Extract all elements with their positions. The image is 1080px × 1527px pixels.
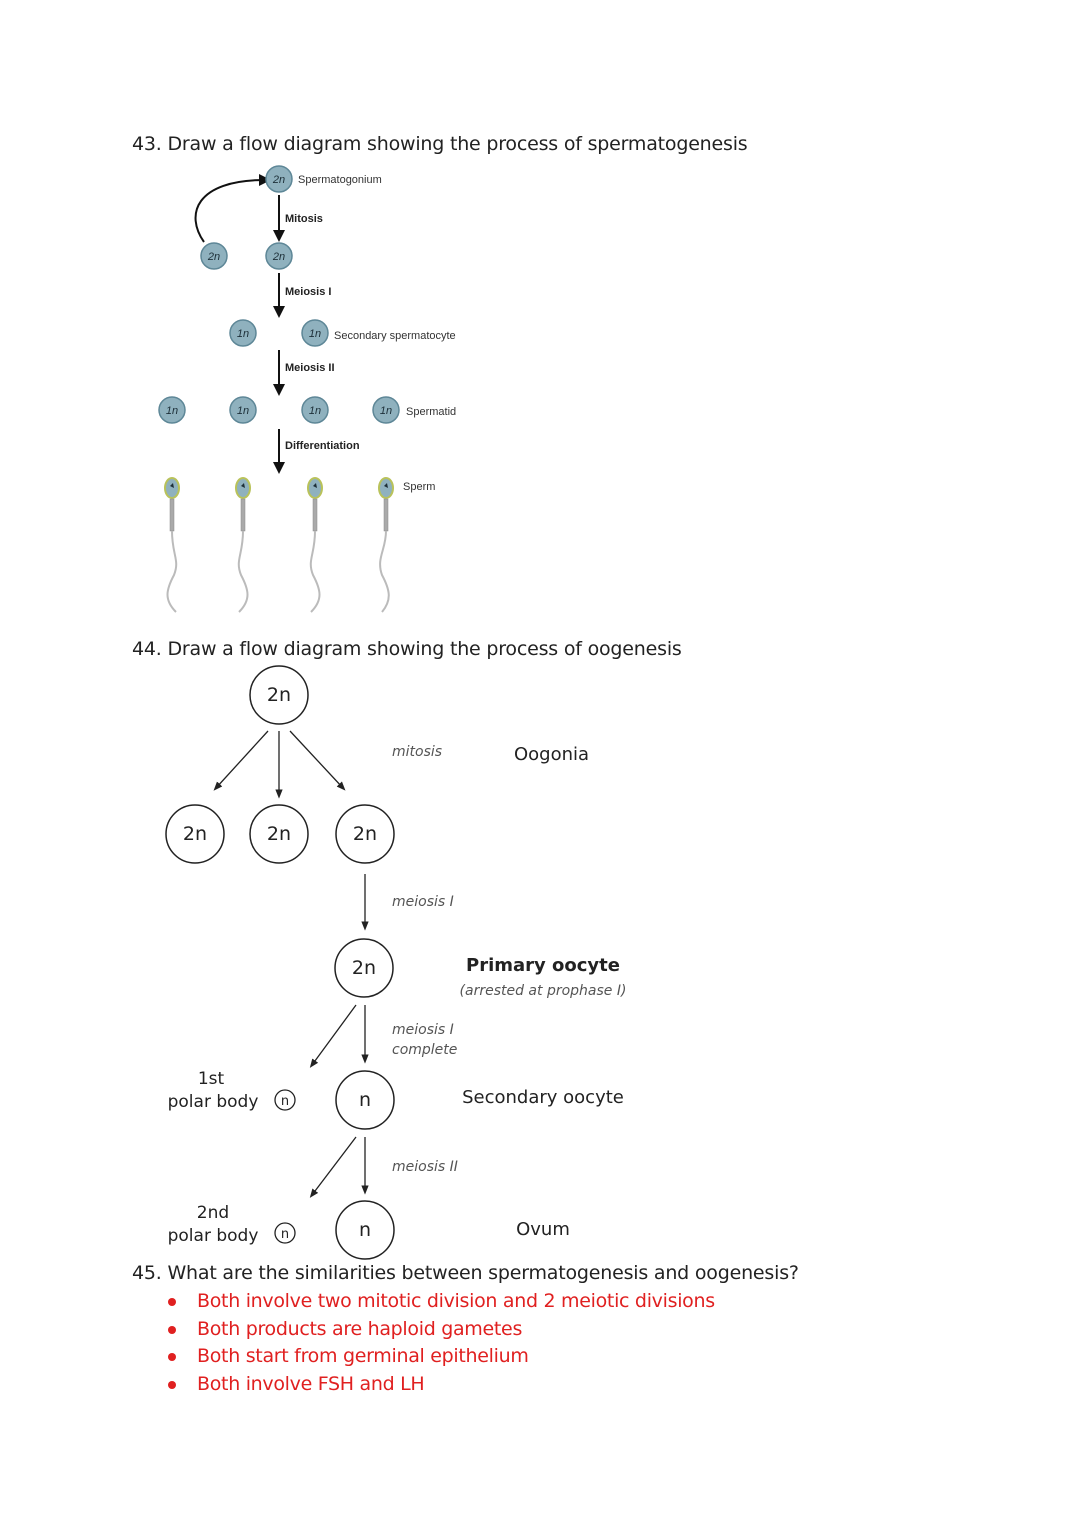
- similarities-list: Both involve two mitotic division and 2 …: [165, 1288, 715, 1398]
- svg-text:2n: 2n: [272, 174, 285, 186]
- svg-text:1n: 1n: [237, 405, 249, 417]
- step-meiosis1: meiosis I: [392, 894, 454, 910]
- svg-text:2n: 2n: [267, 823, 291, 845]
- cell-secondary-left: 1n: [229, 319, 257, 347]
- sperm-2: [235, 477, 251, 613]
- polar1-arrow: [309, 1004, 357, 1068]
- label-oogonia: Oogonia: [514, 744, 589, 765]
- label-spermatogonium: Spermatogonium: [298, 174, 382, 186]
- label-secondary-spermatocyte: Secondary spermatocyte: [334, 330, 456, 342]
- step-meiosis1: Meiosis I: [285, 286, 331, 298]
- question-44: 44. Draw a flow diagram showing the proc…: [132, 638, 682, 660]
- svg-text:n: n: [281, 1227, 289, 1242]
- bullet-icon: [168, 1325, 176, 1334]
- cell-secondary-oocyte: n: [335, 1070, 395, 1130]
- label-polar2-a: 2nd: [197, 1203, 229, 1223]
- cell-oogonia-2: 2n: [249, 804, 309, 864]
- cell-spermatid-3: 1n: [301, 396, 329, 424]
- step-mitosis: Mitosis: [285, 213, 323, 225]
- bullet-icon: [168, 1380, 176, 1389]
- label-primary-oocyte: Primary oocyte: [466, 955, 620, 976]
- label-ovum: Ovum: [516, 1219, 570, 1240]
- similarity-item: Both start from germinal epithelium: [165, 1343, 715, 1371]
- svg-text:2n: 2n: [353, 823, 377, 845]
- svg-text:1n: 1n: [237, 328, 249, 340]
- question-text: What are the similarities between sperma…: [167, 1262, 799, 1284]
- svg-text:2n: 2n: [267, 684, 291, 706]
- sperm-3: [307, 477, 323, 613]
- question-43: 43. Draw a flow diagram showing the proc…: [132, 133, 748, 155]
- mitosis-arrow-left: [213, 730, 269, 791]
- cell-spermatogonium: 2n: [265, 165, 293, 193]
- question-45: 45. What are the similarities between sp…: [132, 1262, 799, 1284]
- label-primary-note: (arrested at prophase I): [460, 983, 627, 999]
- step-meiosis1-complete-b: complete: [392, 1042, 457, 1058]
- cell-spermatid-4: 1n: [372, 396, 400, 424]
- label-polar2-b: polar body: [168, 1226, 259, 1246]
- sperm-1: [164, 477, 180, 613]
- mitosis-arrow-right: [289, 730, 346, 791]
- polar2-arrow: [309, 1136, 357, 1198]
- svg-text:2n: 2n: [207, 251, 220, 263]
- svg-text:2n: 2n: [183, 823, 207, 845]
- label-polar1-a: 1st: [198, 1069, 225, 1089]
- cell-secondary-right: 1n: [301, 319, 329, 347]
- bullet-icon: [168, 1353, 176, 1361]
- cell-spermatid-2: 1n: [229, 396, 257, 424]
- cell-oogonia-3: 2n: [335, 804, 395, 864]
- svg-text:n: n: [281, 1094, 289, 1109]
- svg-text:1n: 1n: [309, 328, 321, 340]
- cell-spermatid-1: 1n: [158, 396, 186, 424]
- step-meiosis2: meiosis II: [392, 1159, 458, 1175]
- cell-oogonium-top: 2n: [249, 665, 309, 725]
- cell-primary-oocyte: 2n: [334, 938, 394, 998]
- cell-polar-body-1: n: [274, 1089, 296, 1111]
- label-sperm: Sperm: [403, 481, 435, 493]
- label-spermatid: Spermatid: [406, 406, 456, 418]
- question-number: 43.: [132, 133, 162, 155]
- self-renewal-arrow: [194, 174, 271, 243]
- similarity-item: Both products are haploid gametes: [165, 1316, 715, 1344]
- cell-oogonia-1: 2n: [165, 804, 225, 864]
- svg-text:1n: 1n: [380, 405, 392, 417]
- question-number: 45.: [132, 1262, 162, 1284]
- step-differentiation: Differentiation: [285, 440, 360, 452]
- svg-text:2n: 2n: [352, 957, 376, 979]
- step-meiosis1-complete-a: meiosis I: [392, 1022, 454, 1038]
- question-number: 44.: [132, 638, 162, 660]
- label-secondary-oocyte: Secondary oocyte: [462, 1087, 624, 1108]
- cell-mitosis-left: 2n: [200, 242, 228, 270]
- cell-mitosis-right: 2n: [265, 242, 293, 270]
- oogenesis-diagram: 2n mitosis Oogonia 2n 2n 2n meiosis I 2n…: [165, 665, 627, 1260]
- sperm-4: [378, 477, 394, 613]
- step-mitosis: mitosis: [392, 744, 442, 760]
- svg-text:n: n: [359, 1089, 371, 1111]
- svg-text:2n: 2n: [272, 251, 285, 263]
- bullet-icon: [168, 1298, 176, 1306]
- similarity-item: Both involve FSH and LH: [165, 1371, 715, 1399]
- question-text: Draw a flow diagram showing the process …: [167, 638, 682, 660]
- cell-ovum: n: [335, 1200, 395, 1260]
- similarity-item: Both involve two mitotic division and 2 …: [165, 1288, 715, 1316]
- cell-polar-body-2: n: [274, 1222, 296, 1244]
- step-meiosis2: Meiosis II: [285, 362, 335, 374]
- spermatogenesis-diagram: Mitosis Meiosis I Meiosis II Differentia…: [158, 165, 456, 613]
- svg-text:1n: 1n: [309, 405, 321, 417]
- svg-text:1n: 1n: [166, 405, 178, 417]
- svg-text:n: n: [359, 1219, 371, 1241]
- label-polar1-b: polar body: [168, 1092, 259, 1112]
- question-text: Draw a flow diagram showing the process …: [167, 133, 748, 155]
